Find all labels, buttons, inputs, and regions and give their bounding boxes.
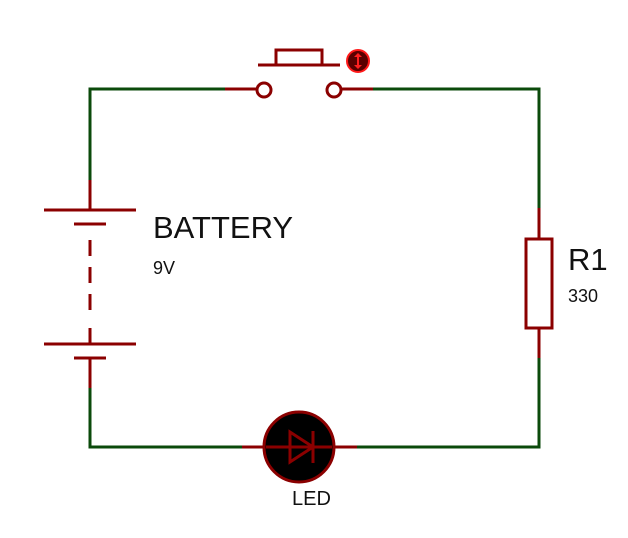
switch-button[interactable] bbox=[274, 48, 324, 67]
switch-contact-left bbox=[255, 81, 273, 99]
battery-symbol[interactable] bbox=[44, 180, 136, 388]
wire-right-bottom bbox=[355, 356, 541, 449]
diode-triangle bbox=[288, 429, 316, 465]
wire-bottom-left bbox=[88, 386, 244, 449]
resistor-label: R1 bbox=[568, 242, 608, 277]
wire-top-left bbox=[88, 87, 227, 182]
wire-top-right bbox=[371, 87, 541, 210]
push-button-switch[interactable] bbox=[225, 48, 373, 99]
up-down-arrow-icon[interactable] bbox=[346, 49, 370, 73]
battery-label: BATTERY bbox=[153, 210, 294, 245]
resistor-symbol[interactable] bbox=[524, 208, 554, 358]
switch-contact-right bbox=[325, 81, 343, 99]
resistor-value: 330 bbox=[568, 286, 599, 306]
resistor-body bbox=[524, 237, 554, 330]
battery-value: 9V bbox=[153, 258, 176, 278]
led-symbol[interactable] bbox=[242, 410, 357, 484]
led-label: LED bbox=[292, 488, 331, 510]
